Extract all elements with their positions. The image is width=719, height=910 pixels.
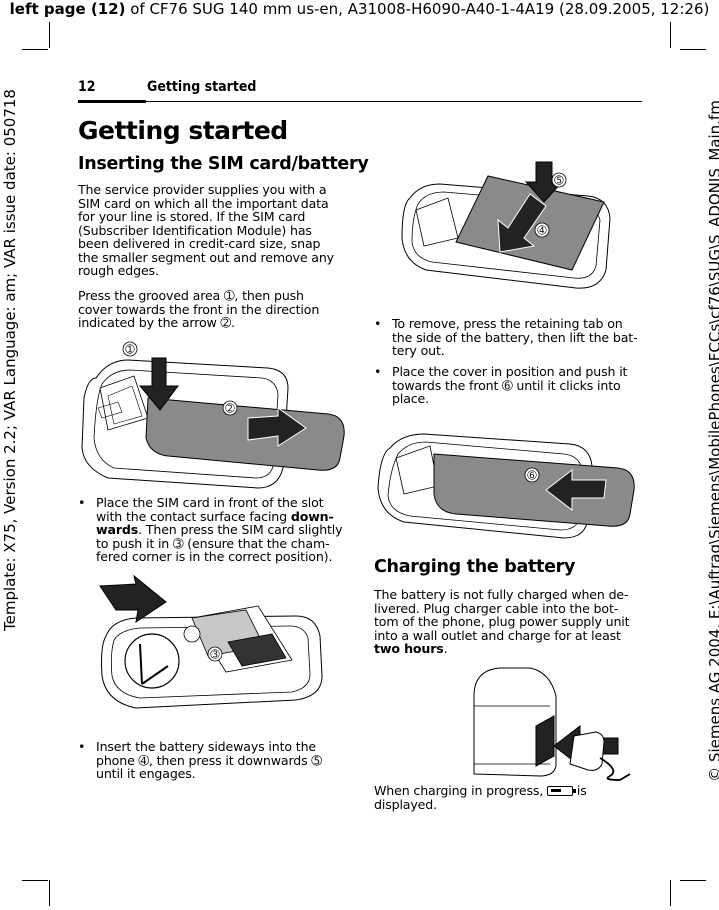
text-line: When charging in progress, is xyxy=(374,784,644,798)
crop-mark xyxy=(22,880,48,881)
text-line: tery out. xyxy=(392,343,445,358)
crop-mark xyxy=(49,880,50,906)
bullet-dot: • xyxy=(78,739,86,754)
battery-charging-icon xyxy=(547,786,577,796)
crop-mark xyxy=(680,880,706,881)
print-header-rest: of CF76 SUG 140 mm us-en, A31008-H6090-A… xyxy=(125,0,710,18)
text-line: towards the front ➅ until it clicks into xyxy=(392,377,621,393)
text-span: When charging in progress, xyxy=(374,783,548,798)
text-line: phone ➃, then press it downwards ➄ xyxy=(96,752,322,768)
intro-paragraph: The service provider supplies you with a… xyxy=(78,183,348,278)
text-line: the side of the battery, then lift the b… xyxy=(392,329,638,345)
figure-open-cover: ➀ ➁ xyxy=(81,341,345,489)
label-1: ➀ xyxy=(125,343,134,356)
text-line: fered corner is in the correct position)… xyxy=(96,549,333,564)
text-line: been delivered in credit-card size, snap xyxy=(78,236,321,251)
header-rule-thick xyxy=(78,100,146,103)
text-line: SIM card on which all the important data xyxy=(78,195,329,211)
bullet-insert-battery: • Insert the battery sideways into the p… xyxy=(78,739,351,781)
page-title: Getting started xyxy=(78,116,288,145)
label-6: ➅ xyxy=(527,469,536,482)
running-title: Getting started xyxy=(147,79,257,95)
figure-sim-card: ➂ xyxy=(99,574,323,709)
text-line: cover towards the front in the direction xyxy=(78,301,320,317)
bold-text: wards xyxy=(96,522,139,537)
text-span: is xyxy=(573,783,587,798)
label-5: ➄ xyxy=(554,174,563,187)
crop-mark xyxy=(22,49,48,50)
bold-text: down- xyxy=(290,508,334,524)
crop-mark xyxy=(670,880,671,906)
text-line: to push it in ➂ (ensure that the cham- xyxy=(96,535,330,551)
text-span: . xyxy=(443,641,448,656)
cover-paragraph: Press the grooved area ➀, then push cove… xyxy=(78,289,348,330)
text-line: place. xyxy=(392,391,429,406)
crop-mark xyxy=(49,22,50,48)
charging-paragraph: The battery is not fully charged when de… xyxy=(374,588,644,656)
section-heading-charging: Charging the battery xyxy=(374,557,576,577)
text-span: with the contact surface facing xyxy=(96,508,291,524)
bullet-dot: • xyxy=(78,495,86,510)
figure-close-cover: ➅ xyxy=(377,433,635,539)
text-line: Press the grooved area ➀, then push xyxy=(78,288,304,303)
text-line: wards. Then press the SIM card slightly xyxy=(96,523,351,537)
print-header: left page (12) of CF76 SUG 140 mm us-en,… xyxy=(0,0,719,18)
crop-mark xyxy=(670,22,671,48)
side-copyright: © Siemens AG 2004, E:\Auftrag\Siemens\Mo… xyxy=(706,100,719,782)
label-4: ➃ xyxy=(537,224,546,237)
text-line: indicated by the arrow ➁. xyxy=(78,315,235,330)
page-number: 12 xyxy=(78,79,96,95)
figure-battery: ➄ ➃ xyxy=(401,161,611,289)
label-2: ➁ xyxy=(225,402,234,415)
text-line: livered. Plug charger cable into the bot… xyxy=(374,600,619,616)
bullet-dot: • xyxy=(374,316,382,331)
text-line: To remove, press the retaining tab on xyxy=(392,316,623,331)
text-span: . Then press the SIM card slightly xyxy=(138,522,343,537)
charging-status-text: When charging in progress, is displayed. xyxy=(374,784,644,811)
print-header-prefix: left page (12) xyxy=(9,0,126,18)
text-line: Place the cover in position and push it xyxy=(392,364,628,379)
text-line: The battery is not fully charged when de… xyxy=(374,587,629,602)
label-3: ➂ xyxy=(210,648,219,661)
crop-mark xyxy=(680,49,706,50)
text-line: (Subscriber Identification Module) has xyxy=(78,222,312,238)
side-template-info: Template: X75, Version 2.2; VAR Language… xyxy=(1,89,19,631)
text-line: The service provider supplies you with a xyxy=(78,182,327,197)
bullet-remove-battery: • To remove, press the retaining tab on … xyxy=(374,316,647,358)
text-line: tom of the phone, plug power supply unit xyxy=(374,614,630,629)
bullet-replace-cover: • Place the cover in position and push i… xyxy=(374,364,647,406)
text-line: displayed. xyxy=(374,796,437,812)
bullet-dot: • xyxy=(374,364,382,379)
text-line: the smaller segment out and remove any xyxy=(78,249,334,265)
text-line: with the contact surface facing down- xyxy=(96,508,351,524)
bullet-sim-card: • Place the SIM card in front of the slo… xyxy=(78,495,351,564)
text-line: two hours. xyxy=(374,642,644,656)
text-line: until it engages. xyxy=(96,766,196,781)
header-rule-thin xyxy=(146,101,642,102)
text-line: Place the SIM card in front of the slot xyxy=(96,495,324,510)
text-line: Insert the battery sideways into the xyxy=(96,739,316,754)
bold-text: two hours xyxy=(374,641,444,656)
section-heading-sim: Inserting the SIM card/battery xyxy=(78,154,369,174)
figure-charger xyxy=(473,667,631,781)
text-line: for your line is stored. If the SIM card xyxy=(78,209,306,224)
text-line: into a wall outlet and charge for at lea… xyxy=(374,627,621,643)
text-line: rough edges. xyxy=(78,263,159,278)
